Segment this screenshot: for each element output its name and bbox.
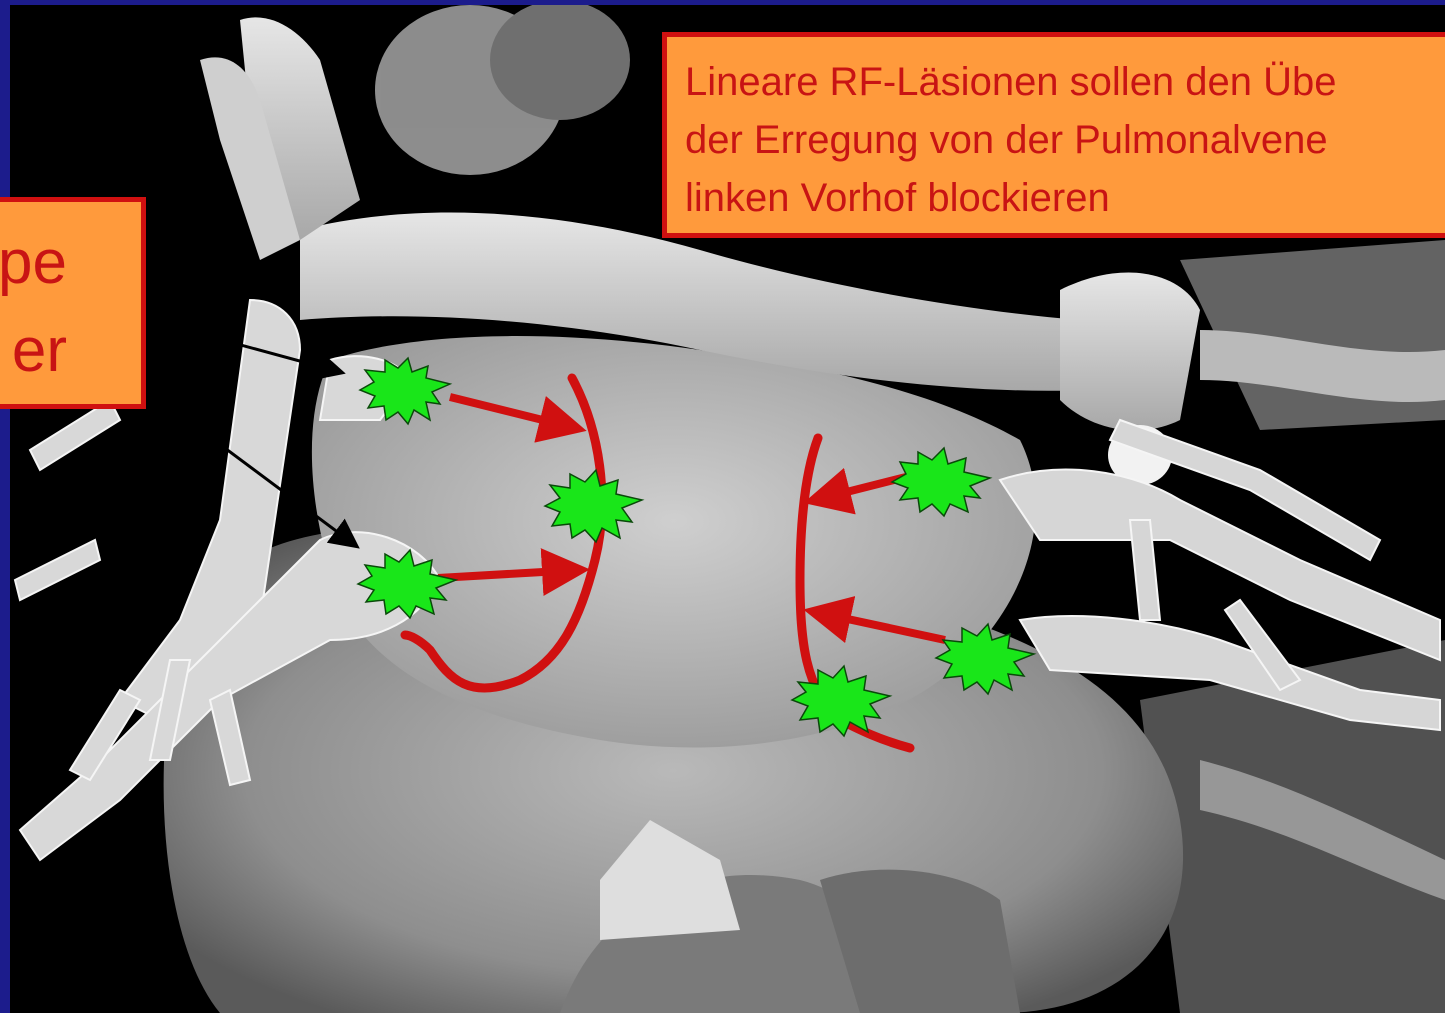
callout-left-partial: pe er xyxy=(0,197,146,409)
callout-line: er xyxy=(12,320,67,382)
callout-line: pe xyxy=(0,232,67,294)
callout-line: linken Vorhof blockieren xyxy=(685,169,1445,227)
callout-rf-lesions: Lineare RF-Läsionen sollen den Übe der E… xyxy=(662,32,1445,238)
slide-frame-top xyxy=(0,0,1445,5)
slide-frame-left xyxy=(0,0,10,1013)
callout-line: der Erregung von der Pulmonalvene xyxy=(685,111,1445,169)
callout-line: Lineare RF-Läsionen sollen den Übe xyxy=(685,53,1445,111)
